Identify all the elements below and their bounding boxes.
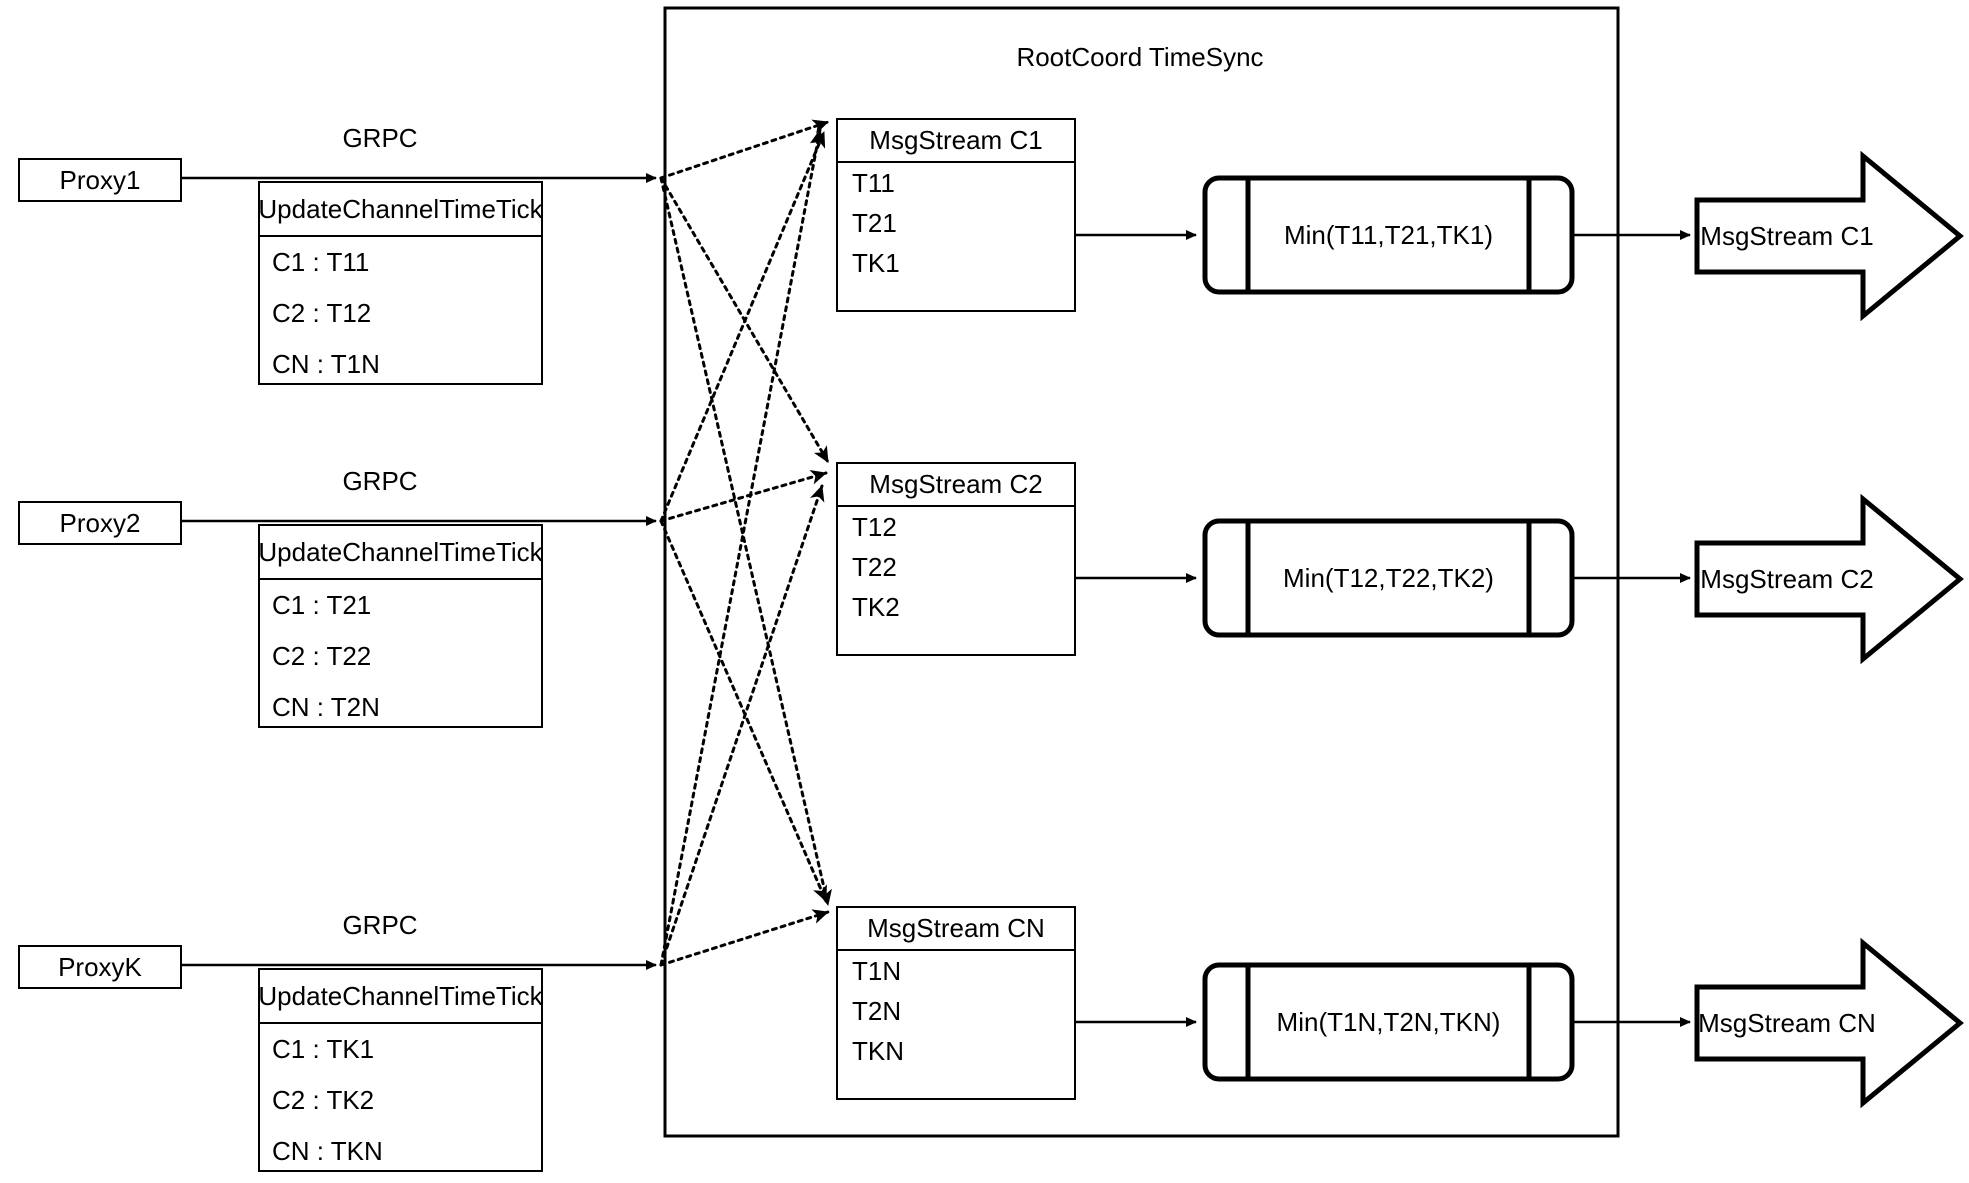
output-block-arrow-2	[1694, 493, 1964, 665]
msgstream-body-1: T11 T21 TK1	[838, 163, 1074, 283]
proxy-box-3[interactable]: ProxyK	[18, 945, 182, 989]
uct-row: C1 : TK1	[272, 1034, 375, 1064]
msgstream-body-3: T1N T2N TKN	[838, 951, 1074, 1071]
msgstream-header-3: MsgStream CN	[838, 908, 1074, 951]
proxy-label-3: ProxyK	[58, 951, 142, 982]
route-p1-c1	[659, 119, 830, 180]
msgstream-table-1: MsgStream C1 T11 T21 TK1	[836, 118, 1076, 312]
msgstream-table-3: MsgStream CN T1N T2N TKN	[836, 906, 1076, 1100]
uct-row: C2 : TK2	[272, 1085, 375, 1115]
grpc-label-3: GRPC	[342, 910, 418, 940]
update-channel-timetick-table-1: UpdateChannelTimeTick C1 : T11 C2 : T12 …	[258, 181, 543, 385]
msgstream-row: T2N	[852, 995, 902, 1026]
msgstream-body-2: T12 T22 TK2	[838, 507, 1074, 627]
proxy-box-2[interactable]: Proxy2	[18, 501, 182, 545]
msgstream-row: TK1	[852, 247, 900, 278]
msgstream-row: T21	[852, 207, 897, 238]
uct-row: CN : T1N	[272, 349, 380, 379]
route-p1-cn	[659, 176, 832, 907]
uct-header-3: UpdateChannelTimeTick	[258, 970, 543, 1024]
route-p2-c1	[659, 130, 826, 523]
stream-to-process-arrows	[1073, 230, 1197, 1027]
msgstream-row: T12	[852, 511, 897, 542]
uct-row: CN : T2N	[272, 692, 380, 722]
update-channel-timetick-table-2: UpdateChannelTimeTick C1 : T21 C2 : T22 …	[258, 524, 543, 728]
route-p2-c2	[659, 469, 828, 523]
process-shape-1	[1202, 175, 1575, 295]
msgstream-table-2: MsgStream C2 T12 T22 TK2	[836, 462, 1076, 656]
msgstream-row: T22	[852, 551, 897, 582]
msgstream-row: TK2	[852, 591, 900, 622]
rootcoord-title: RootCoord TimeSync	[1016, 42, 1264, 72]
uct-row: C2 : T12	[272, 298, 372, 328]
process-to-output-arrows	[1572, 230, 1691, 1027]
proxy-label-2: Proxy2	[59, 507, 141, 538]
route-pk-cn	[659, 909, 830, 967]
route-pk-c1	[659, 128, 825, 967]
uct-row: C1 : T11	[272, 247, 370, 277]
process-shape-2	[1202, 518, 1575, 638]
msgstream-row: T11	[852, 167, 895, 198]
uct-body-2: C1 : T21 C2 : T22 CN : T2N	[260, 580, 541, 733]
route-pk-c2	[659, 484, 825, 967]
uct-row: C2 : T22	[272, 641, 372, 671]
update-channel-timetick-table-3: UpdateChannelTimeTick C1 : TK1 C2 : TK2 …	[258, 968, 543, 1172]
uct-body-3: C1 : TK1 C2 : TK2 CN : TKN	[260, 1024, 541, 1177]
uct-body-1: C1 : T11 C2 : T12 CN : T1N	[260, 237, 541, 390]
output-block-arrow-3	[1694, 937, 1964, 1109]
dotted-routing-lines	[659, 119, 832, 967]
uct-row: C1 : T21	[272, 590, 372, 620]
uct-header-2: UpdateChannelTimeTick	[258, 526, 543, 580]
route-p2-cn	[659, 519, 828, 903]
msgstream-row: T1N	[852, 955, 902, 986]
msgstream-row: TKN	[852, 1035, 904, 1066]
proxy-label-1: Proxy1	[59, 164, 141, 195]
uct-row: CN : TKN	[272, 1136, 383, 1166]
output-block-arrow-1	[1694, 150, 1964, 322]
grpc-label-1: GRPC	[342, 123, 418, 153]
uct-header-1: UpdateChannelTimeTick	[258, 183, 543, 237]
rootcoord-container	[663, 6, 1620, 1138]
grpc-label-2: GRPC	[342, 466, 418, 496]
proxy-box-1[interactable]: Proxy1	[18, 158, 182, 202]
process-shape-3	[1202, 962, 1575, 1082]
msgstream-header-2: MsgStream C2	[838, 464, 1074, 507]
msgstream-header-1: MsgStream C1	[838, 120, 1074, 163]
